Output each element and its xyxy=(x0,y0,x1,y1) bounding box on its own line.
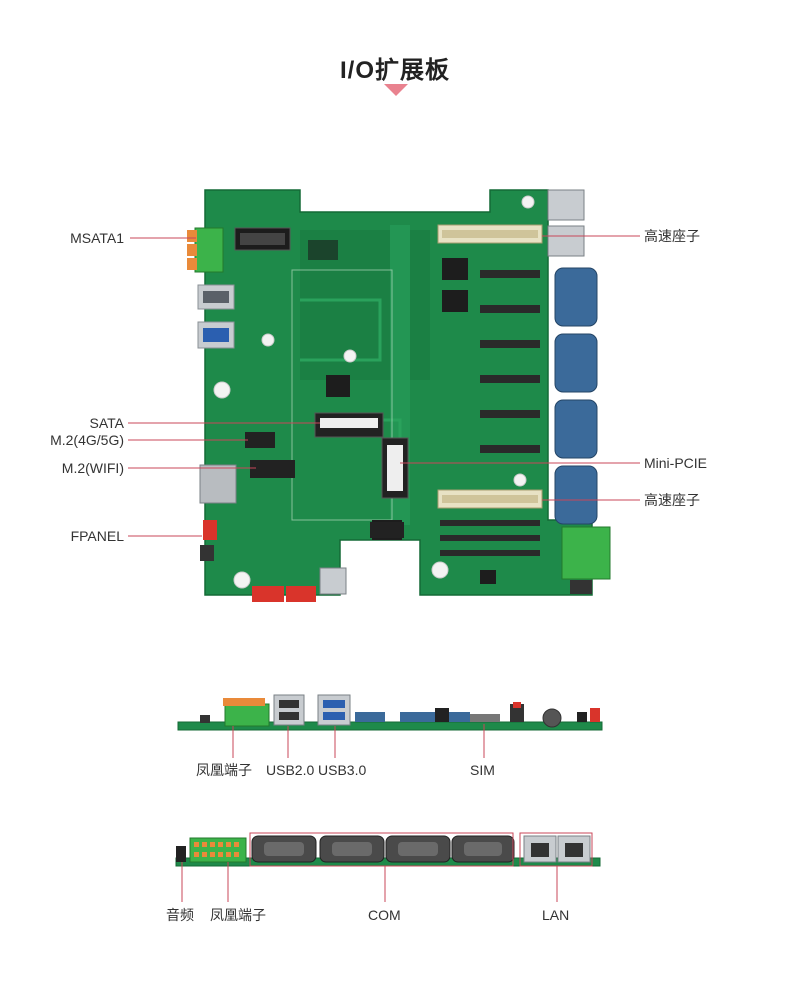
label-phoenix-terminal-2: 凤凰端子 xyxy=(210,907,266,923)
page-title: I/O扩展板 xyxy=(339,57,450,84)
side-view-1-leaders xyxy=(232,724,485,758)
label-m2-4g5g: M.2(4G/5G) xyxy=(50,432,124,448)
label-sata: SATA xyxy=(89,415,125,431)
label-usb20: USB2.0 xyxy=(266,762,315,778)
label-high-speed-connector-bottom: 高速座子 xyxy=(644,492,700,508)
label-fpanel: FPANEL xyxy=(70,528,124,544)
label-audio: 音频 xyxy=(166,907,194,923)
label-usb30: USB3.0 xyxy=(318,762,367,778)
label-high-speed-connector-top: 高速座子 xyxy=(644,228,700,244)
label-sim: SIM xyxy=(470,762,495,778)
label-mini-pcie: Mini-PCIE xyxy=(644,455,708,471)
label-com: COM xyxy=(368,907,401,923)
label-phoenix-terminal-1: 凤凰端子 xyxy=(196,762,252,778)
main-board xyxy=(187,189,611,602)
label-msata1: MSATA1 xyxy=(70,230,124,246)
side-view-1 xyxy=(177,694,603,731)
top-board-leaders xyxy=(128,235,640,537)
side-view-2 xyxy=(175,832,601,867)
label-m2-wifi: M.2(WIFI) xyxy=(61,460,124,476)
side-view-2-leaders xyxy=(181,862,558,902)
label-lan: LAN xyxy=(542,907,570,923)
title-arrow-icon xyxy=(384,84,408,96)
